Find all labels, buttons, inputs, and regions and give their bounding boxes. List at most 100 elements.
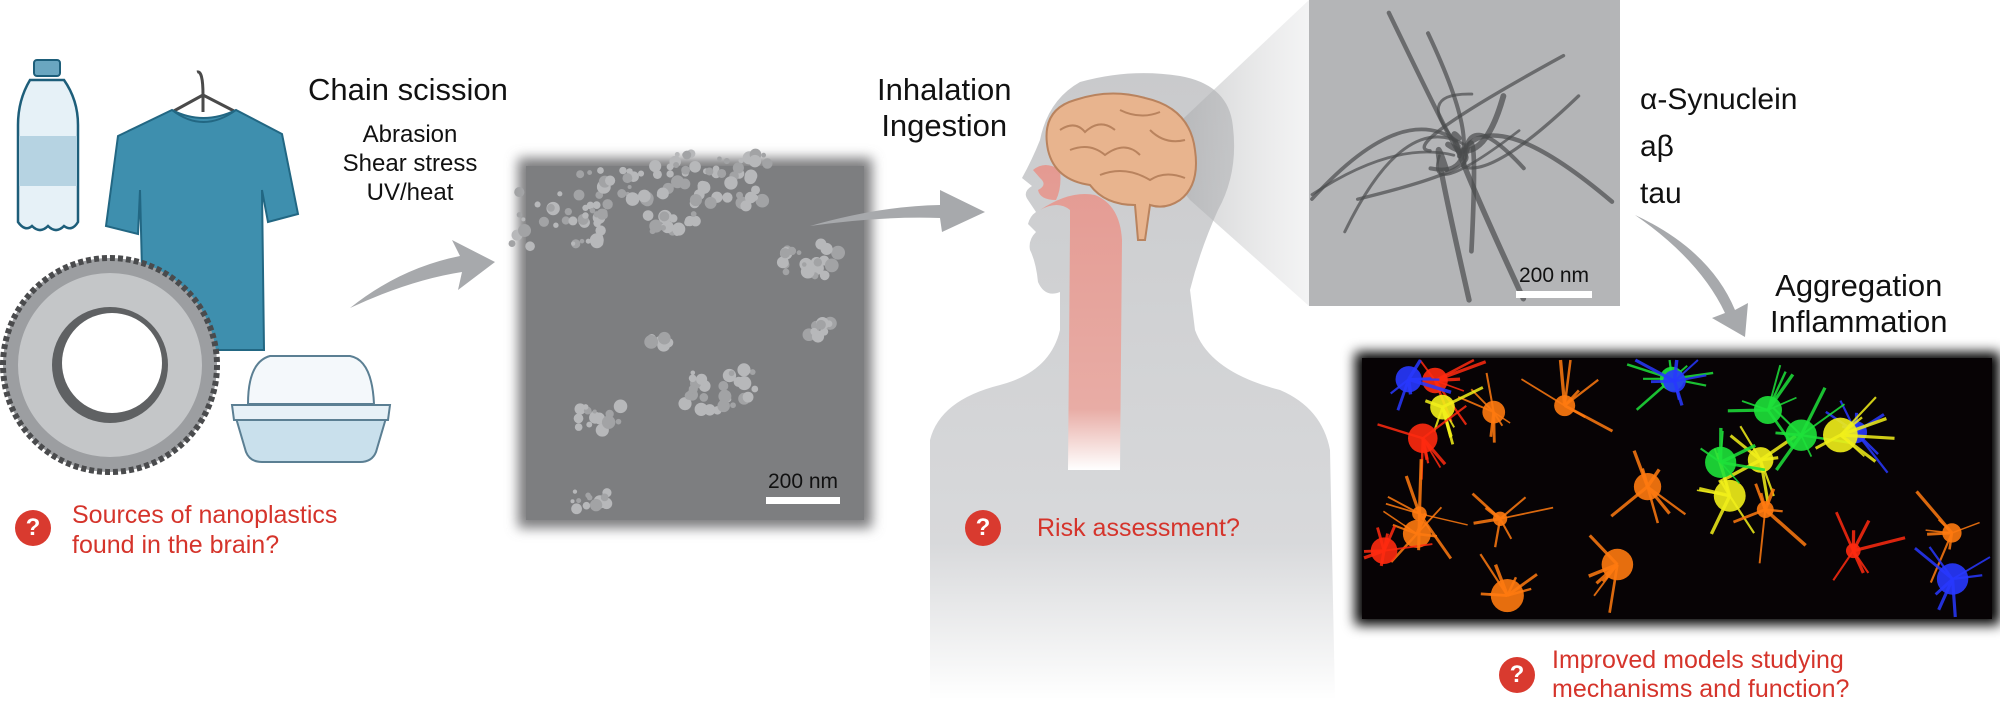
- sem-scale-line: [766, 497, 840, 504]
- sem-particle: [666, 170, 673, 177]
- sem-particle: [744, 172, 756, 184]
- sem-particle: [743, 392, 754, 403]
- sem-particle: [638, 171, 644, 177]
- protein-alpha-synuclein: α-Synuclein: [1640, 76, 1797, 123]
- sem-particle: [658, 332, 671, 345]
- sem-particle: [718, 390, 731, 403]
- sem-particle: [628, 185, 632, 189]
- sem-particle: [736, 192, 743, 199]
- cell-process: [1419, 514, 1420, 551]
- sem-particle: [681, 166, 690, 175]
- sem-particle: [722, 192, 732, 202]
- sem-particle: [565, 208, 572, 215]
- tem-micrograph-image: [1309, 0, 1620, 306]
- sem-particle: [825, 258, 839, 272]
- sem-particle: [814, 258, 822, 266]
- sem-particle: [797, 250, 802, 255]
- sem-particle: [691, 370, 696, 375]
- sem-particle: [514, 187, 524, 197]
- sem-particle: [619, 167, 626, 174]
- sem-particle: [583, 404, 589, 410]
- sem-particle: [750, 369, 756, 375]
- sem-particle: [602, 416, 615, 429]
- sem-particle: [626, 192, 640, 206]
- sem-particle: [691, 211, 697, 217]
- sem-particle: [587, 495, 593, 501]
- protein-tau: tau: [1640, 170, 1797, 217]
- sem-scale-bar: 200 nm: [760, 470, 846, 504]
- sem-particle: [831, 246, 845, 260]
- sem-particle: [571, 242, 575, 246]
- sem-particle: [594, 211, 600, 217]
- sem-particle: [590, 499, 602, 511]
- sem-particle: [685, 392, 693, 400]
- sem-particle: [547, 204, 555, 212]
- sem-particle: [601, 493, 609, 501]
- sem-particle: [614, 400, 628, 414]
- sem-particle: [737, 363, 750, 376]
- sem-particle: [660, 225, 666, 231]
- sem-particle: [586, 422, 592, 428]
- fluorescence-microscopy-image: [1355, 352, 2000, 625]
- cell-process: [1419, 459, 1421, 514]
- sources-question: Sources of nanoplastics found in the bra…: [72, 500, 337, 560]
- sem-particle: [674, 230, 680, 236]
- sem-particle: [689, 161, 701, 173]
- sem-particle: [780, 248, 790, 258]
- arrow-to-outcomes: [1635, 215, 1748, 337]
- exposure-routes: Inhalation Ingestion: [877, 72, 1011, 144]
- sem-particle: [593, 220, 601, 228]
- tem-scale-label: 200 nm: [1508, 264, 1600, 288]
- sem-particle: [777, 256, 789, 268]
- sem-particle: [616, 419, 622, 425]
- sem-particle: [535, 201, 541, 207]
- sem-particle: [593, 409, 597, 413]
- sem-particle: [571, 499, 575, 503]
- sem-particle: [717, 156, 722, 161]
- cell-process: [1674, 360, 1676, 381]
- sem-particle: [729, 370, 735, 376]
- outcomes: Aggregation Inflammation: [1770, 268, 1947, 340]
- tem-scale-bar: 200 nm: [1508, 264, 1600, 298]
- question-icon: ?: [965, 510, 1001, 546]
- sem-particle: [622, 173, 632, 183]
- sem-particle: [689, 375, 697, 383]
- sem-particle: [705, 167, 713, 175]
- models-question-line-1: Improved models studying: [1552, 646, 1849, 675]
- sem-particle: [587, 170, 592, 175]
- sem-particle: [659, 211, 669, 221]
- sem-particle: [682, 151, 691, 160]
- sem-particle: [724, 158, 730, 164]
- sem-particle: [684, 219, 691, 226]
- sem-particle: [801, 265, 815, 279]
- sem-particle: [649, 160, 661, 172]
- question-icon: ?: [1499, 657, 1535, 693]
- sem-particle: [575, 423, 583, 431]
- sem-particle: [590, 233, 604, 247]
- sem-particle: [593, 201, 601, 209]
- sem-particle: [696, 374, 707, 385]
- sem-particle: [582, 205, 588, 211]
- degradation-title: Chain scission: [308, 72, 508, 108]
- arrow-to-sem: [350, 240, 495, 308]
- sem-particle: [643, 210, 654, 221]
- sem-particle: [553, 223, 558, 228]
- sem-particle: [657, 188, 669, 200]
- tem-scale-line: [1516, 291, 1592, 298]
- sem-particle: [815, 239, 826, 250]
- degradation-processes: Abrasion Shear stress UV/heat: [320, 120, 500, 207]
- route-inhalation: Inhalation: [877, 72, 1011, 108]
- sem-particle: [718, 381, 728, 391]
- sem-particle: [761, 153, 766, 158]
- question-icon: ?: [15, 510, 51, 546]
- sem-particle: [571, 503, 582, 514]
- sem-particle: [648, 335, 652, 339]
- sem-particle: [816, 320, 826, 330]
- tire-icon: [3, 258, 217, 472]
- sem-particle: [597, 167, 604, 174]
- cell-process: [1490, 594, 1508, 596]
- sem-particle: [517, 212, 523, 218]
- protein-list: α-Synuclein aβ tau: [1640, 76, 1797, 217]
- outcome-inflammation: Inflammation: [1770, 304, 1947, 340]
- cell-process: [1728, 410, 1768, 411]
